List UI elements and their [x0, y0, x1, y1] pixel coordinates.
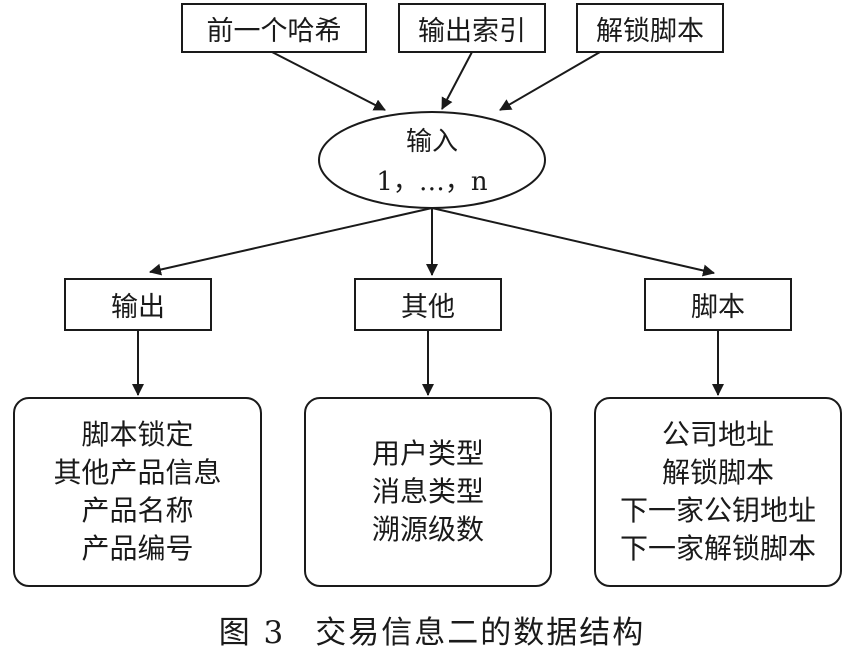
output-detail-item: 产品编号 — [81, 531, 194, 565]
figure-caption: 图 3 交易信息二的数据结构 — [0, 607, 864, 652]
output-index-label: 输出索引 — [418, 15, 526, 47]
other-detail-item: 溯源级数 — [371, 512, 484, 546]
script-details-box: 公司地址 解锁脚本 下一家公钥地址 下一家解锁脚本 — [594, 397, 842, 587]
other-category-label: 其他 — [401, 292, 455, 323]
input-node-range: 1，…，n — [376, 167, 488, 198]
figure-number: 图 3 — [218, 615, 286, 651]
output-detail-item: 脚本锁定 — [81, 418, 194, 452]
script-detail-item: 下一家解锁脚本 — [619, 531, 816, 565]
arrow-input-to-output — [149, 207, 433, 276]
arrow-unlock-script-to-input — [499, 51, 601, 111]
script-detail-item: 公司地址 — [661, 418, 774, 452]
input-node-label: 输入 — [405, 127, 458, 157]
output-details-box: 脚本锁定 其他产品信息 产品名称 产品编号 — [13, 397, 262, 587]
script-detail-item: 下一家公钥地址 — [619, 494, 816, 527]
script-category-label: 脚本 — [691, 292, 745, 323]
output-category-label: 输出 — [111, 292, 165, 323]
output-index-box: 输出索引 — [398, 3, 546, 53]
script-category-box: 脚本 — [644, 278, 792, 331]
unlock-script-box: 解锁脚本 — [576, 3, 724, 53]
unlock-script-label: 解锁脚本 — [596, 15, 704, 47]
other-details-box: 用户类型 消息类型 溯源级数 — [304, 397, 552, 587]
other-detail-item: 用户类型 — [371, 437, 484, 471]
arrow-prev-hash-to-input — [271, 51, 386, 111]
prev-hash-box: 前一个哈希 — [181, 3, 367, 53]
input-node: 输入 1，…，n — [332, 122, 532, 203]
arrow-output-index-to-input — [441, 51, 473, 110]
figure-title: 交易信息二的数据结构 — [315, 615, 646, 651]
arrow-input-to-script — [431, 207, 715, 277]
other-category-box: 其他 — [354, 278, 502, 331]
output-category-box: 输出 — [64, 278, 212, 331]
output-detail-item: 产品名称 — [81, 494, 194, 527]
prev-hash-label: 前一个哈希 — [206, 15, 342, 47]
script-detail-item: 解锁脚本 — [661, 456, 774, 490]
output-detail-item: 其他产品信息 — [53, 456, 222, 490]
other-detail-item: 消息类型 — [371, 475, 484, 509]
